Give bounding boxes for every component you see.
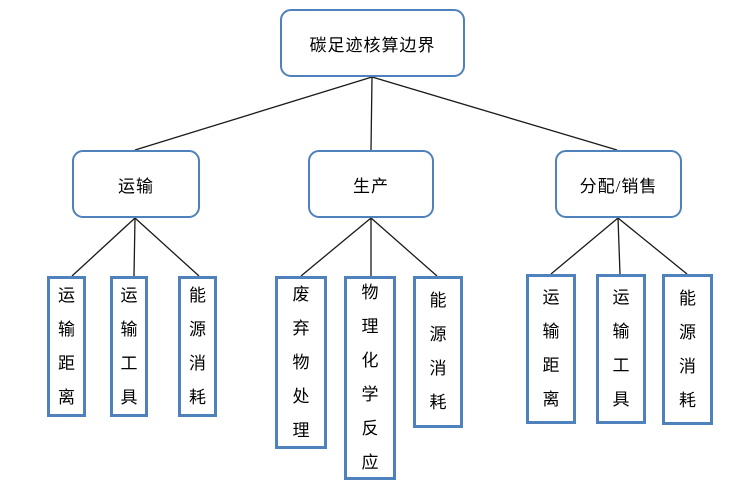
leaf-transport-vehicle-label: 运输工具: [120, 285, 138, 407]
leaf-node-distribution-distance: 运输距离: [526, 274, 576, 424]
leaf-node-physicochemical-reaction: 物理化学反应: [344, 276, 396, 480]
leaf-node-distribution-vehicle: 运输工具: [596, 274, 646, 424]
connector-root-distribution: [371, 76, 618, 151]
leaf-node-transport-energy: 能源消耗: [178, 276, 217, 417]
leaf-transport-energy-label: 能源消耗: [189, 285, 206, 407]
connector-distribution-energy: [617, 217, 688, 275]
leaf-waste-disposal-label: 废弃物处理: [292, 284, 310, 440]
leaf-distribution-energy-label: 能源消耗: [679, 288, 696, 410]
leaf-production-energy-label: 能源消耗: [429, 291, 447, 412]
leaf-node-transport-vehicle: 运输工具: [110, 276, 148, 417]
connector-production-waste: [300, 217, 372, 277]
branch-transport-label: 运输: [118, 176, 154, 196]
root-node-label: 碳足迹核算边界: [309, 35, 436, 55]
leaf-transport-distance-label: 运输距离: [58, 285, 75, 407]
connector-transport-vehicle: [133, 217, 136, 277]
root-node-accounting-boundary: 碳足迹核算边界: [280, 9, 465, 77]
connector-distribution-distance: [550, 217, 619, 275]
connector-root-production: [370, 76, 373, 151]
connector-root-transport: [134, 76, 373, 151]
branch-distribution-label: 分配/销售: [579, 176, 658, 196]
connector-transport-distance: [71, 217, 136, 277]
leaf-node-production-energy: 能源消耗: [413, 276, 463, 428]
leaf-distribution-vehicle-label: 运输工具: [612, 288, 630, 409]
leaf-physicochemical-reaction-label: 物理化学反应: [361, 283, 379, 472]
branch-node-transport: 运输: [72, 150, 200, 218]
leaf-distribution-distance-label: 运输距离: [542, 288, 560, 409]
leaf-node-waste-disposal: 废弃物处理: [275, 276, 327, 449]
connector-distribution-vehicle: [617, 217, 621, 275]
branch-production-label: 生产: [353, 176, 389, 196]
connector-production-energy: [370, 217, 438, 277]
leaf-node-distribution-energy: 能源消耗: [662, 274, 713, 425]
connector-transport-energy: [134, 217, 200, 277]
branch-node-distribution-sales: 分配/销售: [555, 150, 682, 218]
branch-node-production: 生产: [308, 150, 434, 218]
leaf-node-transport-distance: 运输距离: [47, 276, 86, 417]
